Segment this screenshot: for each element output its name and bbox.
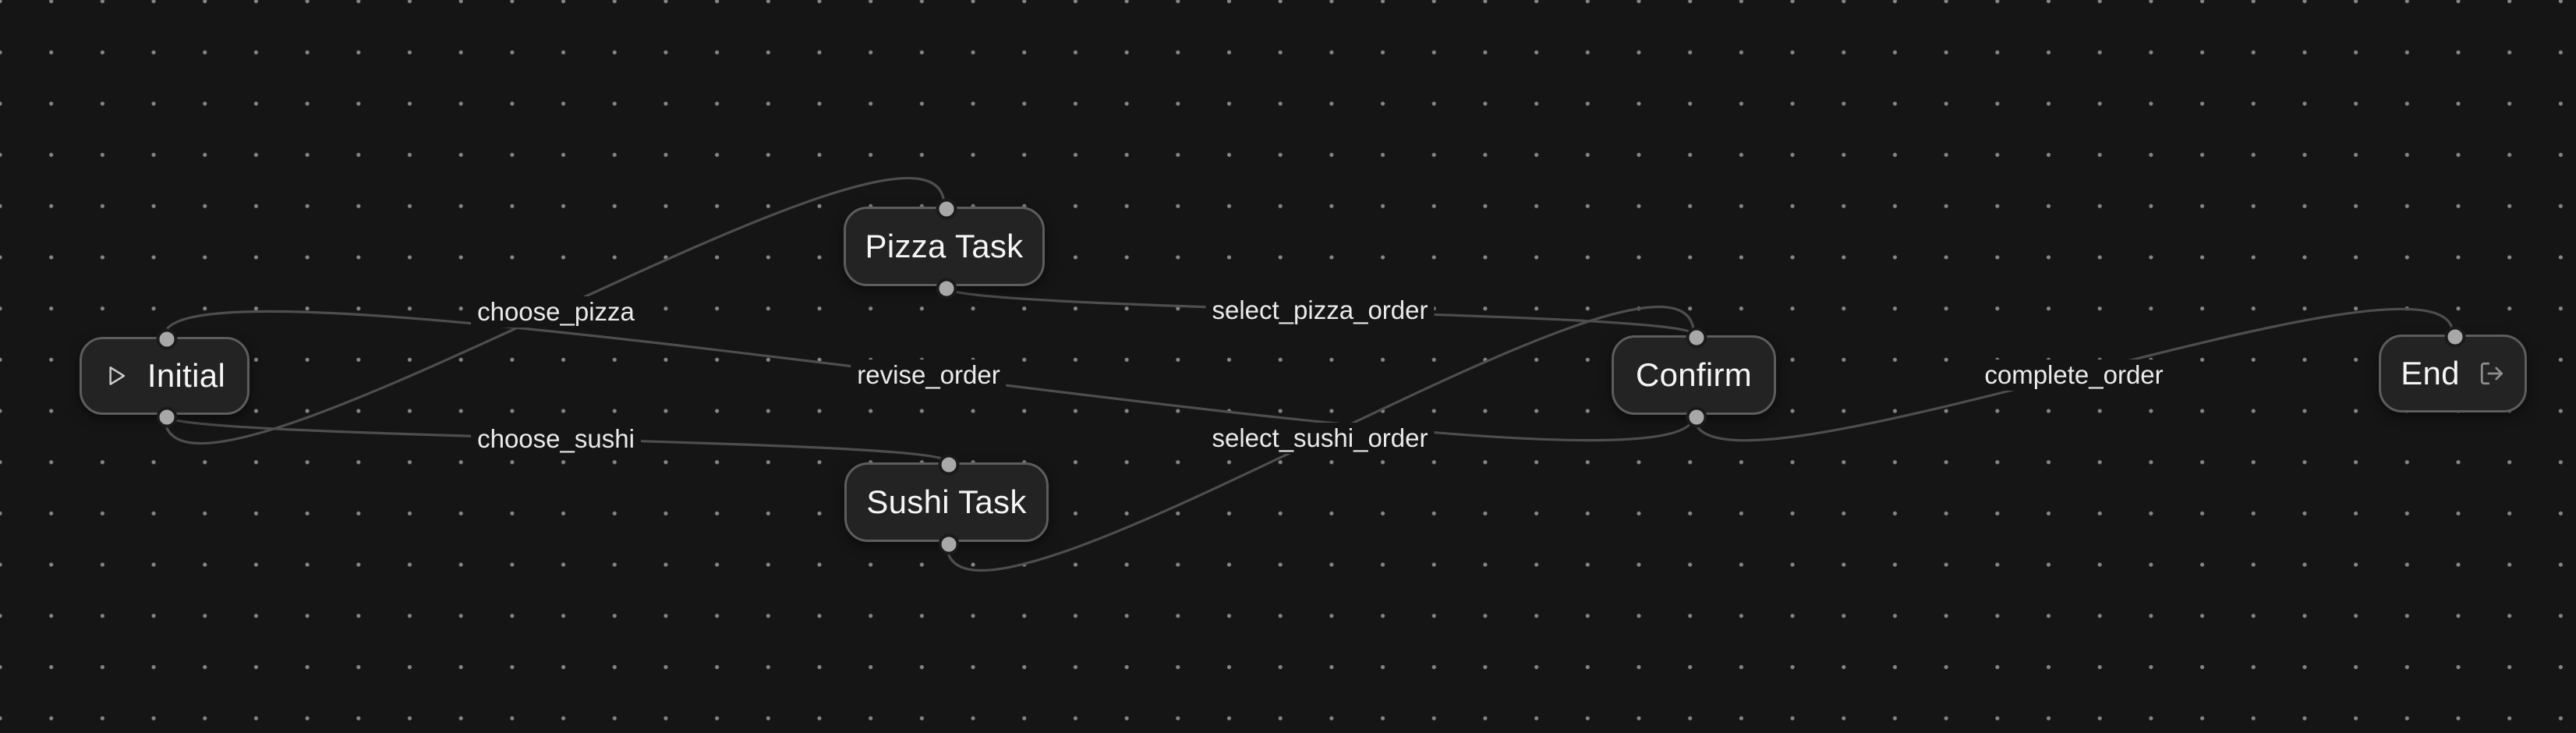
pizza-bottom-handle[interactable] — [936, 278, 957, 299]
node-title: End — [2401, 355, 2460, 391]
play-icon — [109, 366, 126, 385]
node-sushi[interactable]: Sushi Task — [844, 454, 1049, 555]
sushi-top-handle[interactable] — [938, 454, 960, 476]
edge-label-choose_pizza[interactable]: choose_pizza — [471, 296, 641, 328]
end-top-handle[interactable] — [2444, 326, 2466, 348]
confirm-top-handle[interactable] — [1686, 327, 1707, 349]
node-confirm[interactable]: Confirm — [1612, 327, 1776, 428]
confirm-bottom-handle[interactable] — [1686, 406, 1707, 428]
initial-top-handle[interactable] — [156, 328, 178, 350]
initial-bottom-handle[interactable] — [156, 406, 178, 428]
edge-label-revise_order[interactable]: revise_order — [851, 359, 1007, 391]
edge-label-choose_sushi[interactable]: choose_sushi — [471, 423, 641, 455]
node-end[interactable]: End — [2379, 326, 2527, 413]
edge-label-select_sushi_order[interactable]: select_sushi_order — [1205, 423, 1435, 454]
node-title: Pizza Task — [865, 228, 1024, 264]
node-title: Confirm — [1635, 356, 1753, 393]
edge-label-complete_order[interactable]: complete_order — [1978, 359, 2170, 391]
node-title: Sushi Task — [866, 483, 1027, 520]
sushi-bottom-handle[interactable] — [938, 533, 960, 555]
node-pizza[interactable]: Pizza Task — [844, 198, 1045, 299]
edge-label-select_pizza_order[interactable]: select_pizza_order — [1205, 295, 1435, 326]
node-initial[interactable]: Initial — [80, 328, 249, 428]
pizza-top-handle[interactable] — [936, 198, 957, 220]
node-title: Initial — [147, 357, 226, 394]
logout-icon — [2480, 362, 2503, 385]
